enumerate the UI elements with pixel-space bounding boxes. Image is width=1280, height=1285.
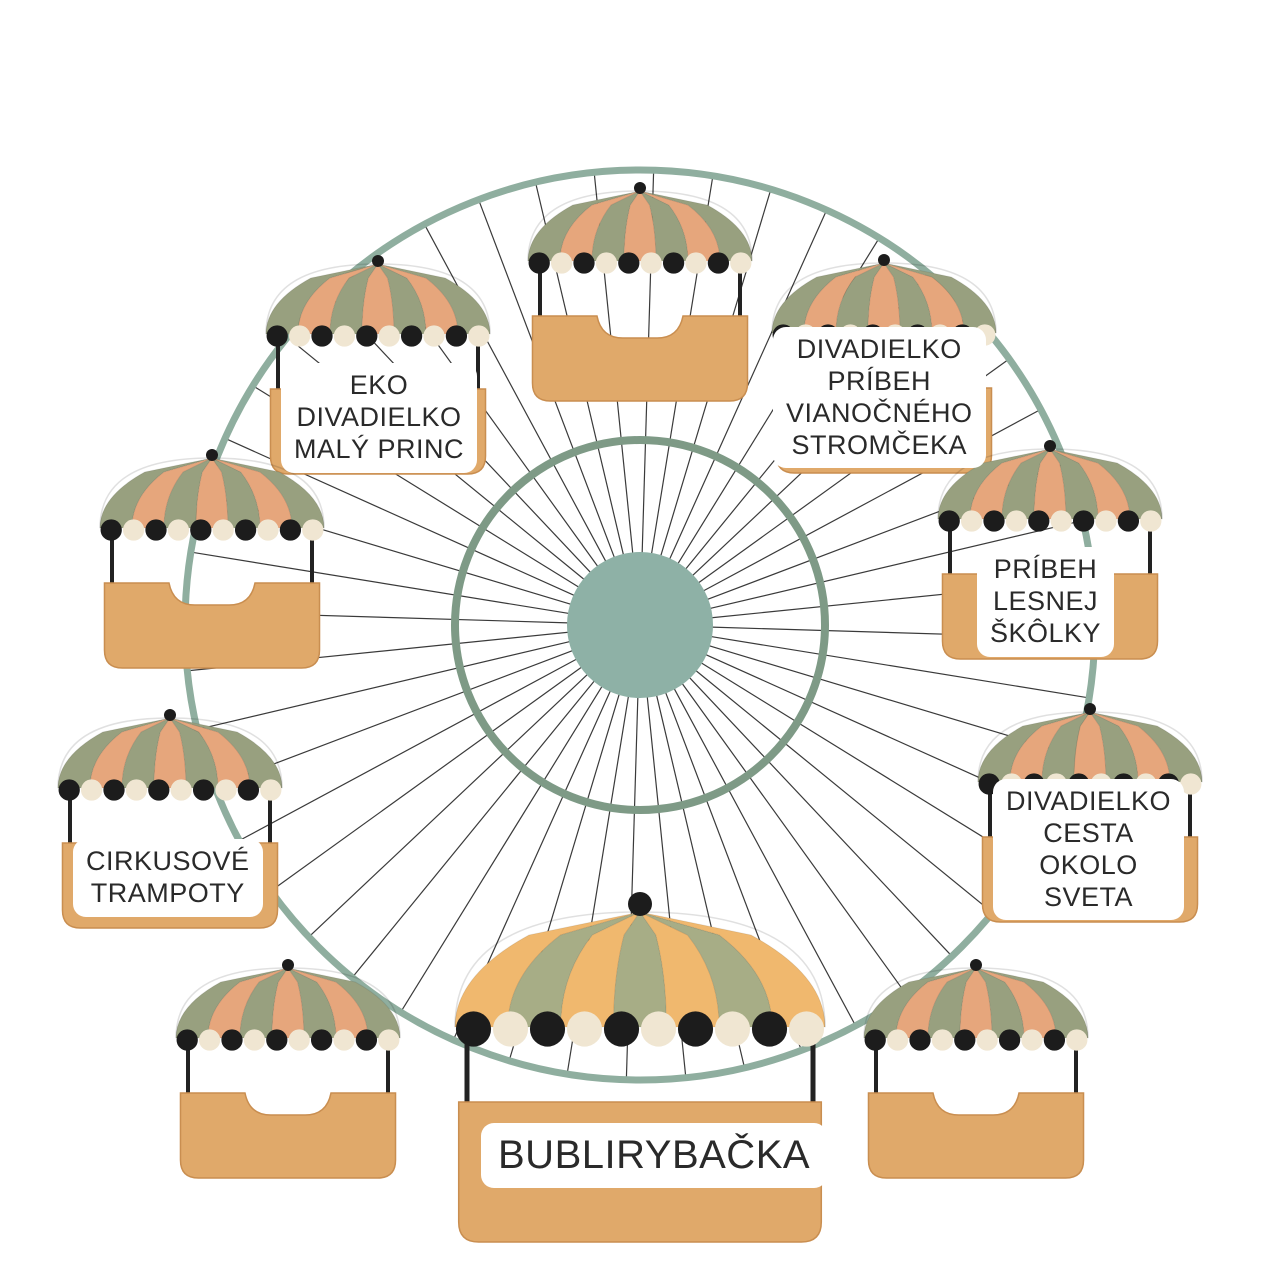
label-cirkusove-trampoty[interactable]: CIRKUSOVÉ TRAMPOTY: [76, 842, 260, 914]
spoke: [681, 683, 905, 993]
spoke: [673, 688, 855, 1024]
spoke: [193, 551, 570, 615]
label-line: STROMČEKA: [791, 429, 968, 460]
label-line: TRAMPOTY: [90, 877, 245, 908]
spoke: [710, 635, 1087, 699]
spoke: [401, 685, 603, 1010]
gondola: [99, 449, 325, 669]
spoke: [199, 640, 571, 730]
spoke: [241, 658, 577, 840]
label-eko-divadielko[interactable]: EKO DIVADIELKO MALÝ PRINC: [284, 366, 475, 470]
label-line: PRÍBEH: [993, 554, 1098, 584]
inner-ring: [451, 436, 829, 814]
label-pribeh-vianocneho-stromceka[interactable]: DIVADIELKO PRÍBEH VIANOČNÉHO STROMČEKA: [776, 330, 983, 466]
spoke: [695, 670, 991, 912]
gondola: [863, 959, 1089, 1179]
spoke: [425, 226, 607, 562]
spoke: [272, 666, 582, 890]
gondola: [175, 959, 401, 1179]
label-line: SVETA: [1044, 881, 1134, 912]
label-line: DIVADIELKO: [1006, 786, 1172, 816]
spoke: [688, 677, 951, 955]
label-line: ŠKÔLKY: [990, 617, 1102, 648]
label-line: CESTA: [1043, 817, 1134, 848]
spoke: [217, 649, 573, 786]
spoke: [310, 673, 588, 936]
label-line: EKO: [349, 370, 409, 400]
label-pribeh-lesnej-skolky[interactable]: PRÍBEH LESNEJ ŠKÔLKY: [980, 550, 1112, 654]
label-line: OKOLO: [1039, 849, 1138, 880]
gondola: [454, 892, 826, 1243]
hub: [567, 552, 713, 698]
label-line: PRÍBEH: [827, 365, 932, 396]
spoke: [709, 520, 1081, 610]
spoke: [353, 680, 595, 976]
label-cesta-okolo-sveta[interactable]: DIVADIELKO CESTA OKOLO SVETA: [996, 782, 1182, 918]
label-line: VIANOČNÉHO: [786, 397, 973, 428]
spoke: [700, 662, 1025, 864]
label-line: BUBLIRYBAČKA: [498, 1133, 811, 1177]
label-bublirybacka[interactable]: BUBLIRYBAČKA: [484, 1126, 825, 1186]
gondola: [527, 182, 753, 402]
label-line: CIRKUSOVÉ: [86, 846, 250, 876]
label-line: DIVADIELKO: [296, 401, 462, 432]
label-line: MALÝ PRINC: [294, 433, 465, 464]
label-line: LESNEJ: [993, 585, 1099, 616]
label-line: DIVADIELKO: [796, 334, 962, 364]
